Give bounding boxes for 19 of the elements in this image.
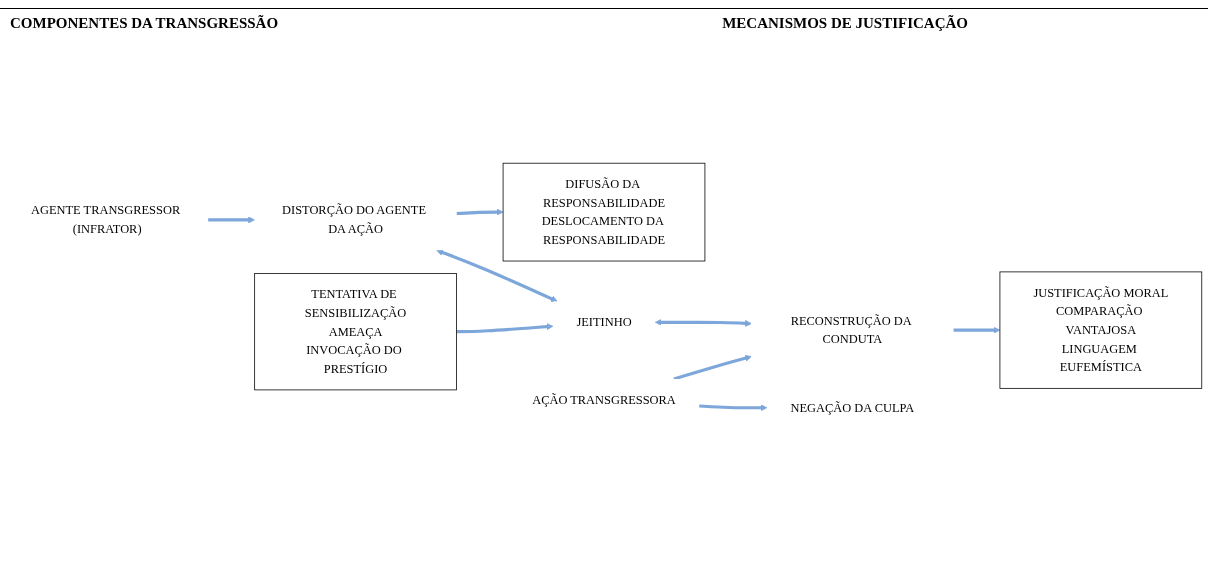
node-box: JUSTIFICAÇÃO MORAL COMPARAÇÃO VANTAJOSA LINGUAGEM EUFEMÍSTICA bbox=[999, 271, 1203, 389]
arrow bbox=[654, 318, 752, 327]
column-heading: MECANISMOS DE JUSTIFICAÇÃO bbox=[722, 15, 968, 32]
arrow bbox=[673, 354, 752, 381]
arrow bbox=[436, 249, 558, 302]
node-box: TENTATIVA DE SENSIBILIZAÇÃO AMEAÇA INVOCAÇÃO DO PRESTÍGIO bbox=[254, 273, 457, 391]
arrow bbox=[208, 216, 255, 224]
node-text: DISTORÇÃO DO AGENTE DA AÇÃO bbox=[282, 203, 427, 236]
arrow bbox=[953, 326, 1001, 334]
arrow bbox=[699, 404, 768, 412]
node-text: AGENTE TRANSGRESSOR (INFRATOR) bbox=[31, 203, 181, 236]
node-box: DIFUSÃO DA RESPONSABILIDADE DESLOCAMENTO DA RESPONSABILIDADE bbox=[502, 162, 706, 262]
column-heading: COMPONENTES DA TRANSGRESSÃO bbox=[10, 15, 279, 32]
arrow bbox=[456, 208, 504, 216]
arrow bbox=[456, 323, 554, 334]
node-text: NEGAÇÃO DA CULPA bbox=[790, 400, 915, 414]
node-text: RECONSTRUÇÃO DA CONDUTA bbox=[790, 313, 912, 346]
node-text: AÇÃO TRANSGRESSORA bbox=[532, 393, 676, 407]
node-text: JEITINHO bbox=[576, 315, 632, 329]
